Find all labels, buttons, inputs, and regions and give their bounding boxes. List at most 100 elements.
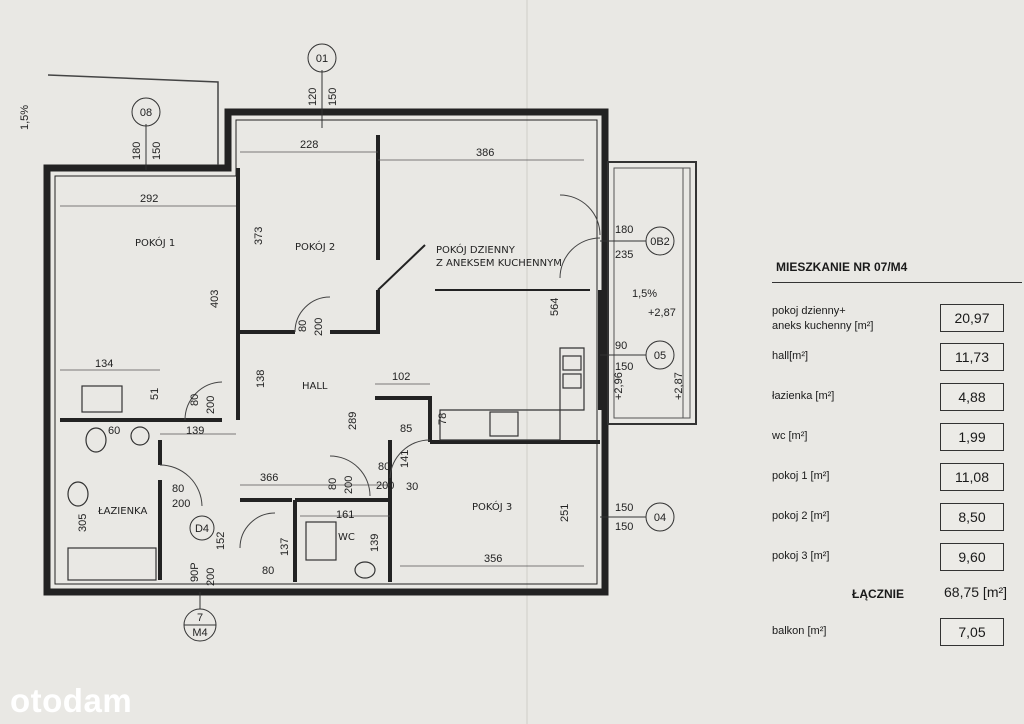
svg-text:356: 356 [484,553,502,565]
svg-text:200: 200 [343,476,355,494]
bathroom-fixtures [67,385,376,581]
svg-text:200: 200 [172,498,190,510]
area-row-name: pokoj 3 [m²] [772,550,830,562]
balcony-level: +2,87 [648,307,676,319]
svg-text:200: 200 [313,318,325,336]
svg-text:04: 04 [654,512,666,524]
area-row: wc [m²] 1,99 [772,423,1024,453]
room-wc: WC [338,532,355,543]
level-left: +2,96 [613,372,625,400]
svg-text:60: 60 [108,425,120,437]
room-lazienka: ŁAZIENKA [97,506,147,517]
svg-text:78: 78 [437,413,449,425]
svg-text:564: 564 [549,298,561,316]
window-marker-05: 05 90 150 [600,340,675,373]
svg-text:200: 200 [205,568,217,586]
svg-text:137: 137 [279,538,291,556]
dimension-lines [60,151,584,567]
svg-text:139: 139 [186,425,204,437]
area-row-name: pokoj 2 [m²] [772,510,830,522]
total-label: ŁĄCZNIE [852,587,904,601]
terrace-outline [47,74,219,165]
apartment-title: MIESZKANIE NR 07/M4 [776,260,908,274]
svg-text:D4: D4 [195,523,209,535]
area-row-name-2: aneks kuchenny [m²] [772,320,874,332]
total-value: 68,75 [m²] [944,584,1008,600]
room-hall: HALL [302,381,328,392]
svg-text:80: 80 [189,394,201,406]
svg-text:150: 150 [615,521,633,533]
svg-text:292: 292 [140,193,158,205]
svg-text:150: 150 [327,88,339,106]
area-row: pokoj 3 [m²] 9,60 [772,543,1024,573]
area-row-value: 8,50 [940,503,1004,531]
svg-text:228: 228 [300,139,318,151]
svg-text:289: 289 [347,412,359,430]
window-marker-08: 08 180 150 [131,97,163,170]
balcony-slope: 1,5% [632,288,657,300]
room-pokoj-3: POKÓJ 3 [472,500,512,513]
kitchen-counter [439,347,585,441]
svg-text:85: 85 [400,423,412,435]
svg-text:M4: M4 [192,627,207,639]
svg-text:251: 251 [559,504,571,522]
otodam-logo: otodam [10,682,133,719]
area-summary-panel: MIESZKANIE NR 07/M4 pokoj dzienny+ aneks… [772,256,1024,656]
svg-text:80: 80 [262,565,274,577]
svg-text:80: 80 [327,478,339,490]
svg-text:161: 161 [336,509,354,521]
svg-text:80: 80 [378,461,390,473]
dimension-texts: 228 386 292 373 403 564 134 138 102 139 … [77,139,571,577]
svg-text:80: 80 [297,320,309,332]
balcony-name: balkon [m²] [772,625,827,637]
svg-text:366: 366 [260,472,278,484]
svg-text:150: 150 [151,142,163,160]
window-marker-04: 04 150 150 [600,502,675,533]
area-row-value: 11,73 [940,343,1004,371]
svg-text:08: 08 [140,107,152,119]
balcony-value: 7,05 [940,618,1004,646]
svg-text:386: 386 [476,147,494,159]
area-row: pokoj dzienny+ aneks kuchenny [m²] 20,97 [772,304,1024,334]
area-row: łazienka [m²] 4,88 [772,383,1024,413]
svg-text:90: 90 [615,340,627,352]
area-row-value: 1,99 [940,423,1004,451]
svg-text:150: 150 [615,361,633,373]
area-row-name: wc [m²] [772,430,808,442]
room-dzienny-line1: POKÓJ DZIENNY [436,243,516,256]
svg-text:141: 141 [399,450,411,468]
window-marker-01: 01 120 150 [307,43,339,128]
area-row-value: 11,08 [940,463,1004,491]
svg-text:80: 80 [172,483,184,495]
area-row-value: 20,97 [940,304,1004,332]
level-right: +2,87 [673,372,685,400]
svg-text:102: 102 [392,371,410,383]
slope-label: 1,5% [19,105,31,130]
balcony-row: balkon [m²] 7,05 [772,618,1024,648]
svg-text:30: 30 [406,481,418,493]
svg-text:138: 138 [255,370,267,388]
door-marker-d4: D4 [189,515,215,541]
svg-text:200: 200 [205,396,217,414]
door-swings [159,194,601,549]
window-marker-0b2: 0B2 180 235 [600,224,675,261]
area-row-name: łazienka [m²] [772,390,835,402]
svg-text:01: 01 [316,53,328,65]
interior-walls [60,135,602,582]
room-pokoj-1: POKÓJ 1 [135,236,175,249]
area-row-value: 9,60 [940,543,1004,571]
svg-text:180: 180 [615,224,633,236]
balcony: 1,5% +2,87 +2,96 +2,87 [607,161,697,425]
svg-text:235: 235 [615,249,633,261]
title-rule [772,282,1022,283]
area-row: pokoj 2 [m²] 8,50 [772,503,1024,533]
area-row: hall[m²] 11,73 [772,343,1024,373]
svg-text:200: 200 [376,480,394,492]
svg-text:180: 180 [131,142,143,160]
svg-text:305: 305 [77,514,89,532]
svg-text:373: 373 [253,227,265,245]
floor-plan: 1,5% 1,5% +2,87 +2,96 +2,87 [19,43,697,642]
svg-text:152: 152 [215,532,227,550]
area-row: pokoj 1 [m²] 11,08 [772,463,1024,493]
svg-text:51: 51 [149,388,161,400]
